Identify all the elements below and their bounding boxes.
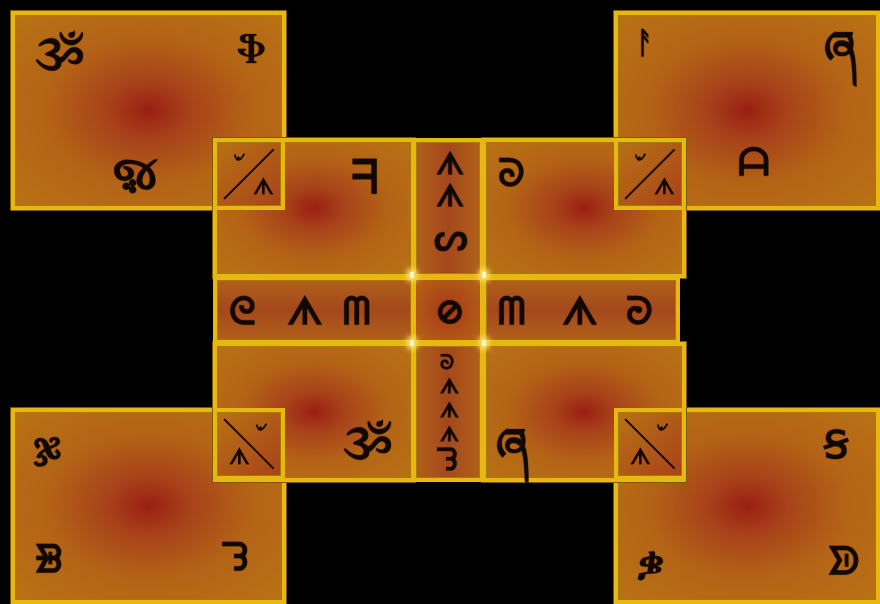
glyph-icon: ৺ [231, 150, 243, 170]
strip-left[interactable]: ᘓ ᗑ ᗰ [213, 276, 415, 344]
glyph-icon: ᔕ [434, 218, 468, 256]
glyph-icon: ᗑ [562, 292, 598, 330]
glyph-icon: ᚨ [636, 29, 654, 59]
glyph-icon: ཞ [496, 422, 528, 468]
glyph-icon: ᗾ [35, 540, 62, 578]
glyph-icon: ཞ [824, 25, 856, 71]
junction-glow [482, 340, 486, 346]
glyph-icon: ᗑ [436, 182, 464, 212]
strip-top[interactable]: ᗑ ᗑ ᔕ [412, 138, 484, 278]
glyph-icon: ᘊ [436, 446, 458, 476]
glyph-icon: ᗑ [440, 400, 459, 420]
glyph-icon: ᗑ [229, 446, 250, 468]
glyph-icon: ৺ [253, 420, 265, 440]
glyph-icon: ৺ [632, 150, 644, 170]
inner-corner-bottom-right[interactable]: ৺ ᗑ [614, 408, 686, 480]
glyph-icon: ᗩ [738, 143, 770, 181]
glyph-icon: ૐ [35, 31, 85, 77]
glyph-icon: ᗑ [654, 176, 675, 198]
glyph-icon: ᗑ [440, 424, 459, 444]
glyph-icon: ૹ [113, 150, 157, 196]
center-hub[interactable]: ⊘ [412, 276, 484, 344]
glyph-icon: ᗰ [343, 292, 370, 330]
glyph-icon: ᗑ [436, 150, 464, 180]
inner-corner-top-left[interactable]: ৺ ᗑ [213, 138, 285, 210]
glyph-icon: ᘓ [229, 292, 256, 330]
glyph-icon: ቌ [638, 542, 664, 580]
strip-right[interactable]: ᗰ ᗑ ᘒ [482, 276, 680, 344]
glyph-icon: ჯ [33, 426, 62, 464]
glyph-icon: ᗑ [287, 292, 323, 330]
glyph-icon: Ꞩ [824, 426, 848, 464]
junction-glow [482, 272, 486, 278]
junction-glow [410, 272, 414, 278]
inner-corner-top-right[interactable]: ৺ ᗑ [614, 138, 686, 210]
glyph-icon: ৺ [654, 420, 666, 440]
glyph-icon: ᘒ [626, 292, 653, 330]
glyph-icon: ᗑ [440, 376, 459, 396]
glyph-icon: ᘊ [221, 538, 248, 576]
glyph-icon: ૐ [343, 420, 393, 466]
glyph-icon: ᗰ [498, 292, 525, 330]
glyph-icon: ᗑ [253, 176, 274, 198]
junction-glow [410, 340, 414, 346]
glyph-icon: ᘐ [498, 154, 525, 192]
strip-bottom[interactable]: ᘐ ᗑ ᗑ ᗑ ᘊ [412, 342, 484, 482]
inner-corner-bottom-left[interactable]: ৺ ᗑ [213, 408, 285, 480]
hub-glyph-icon: ⊘ [434, 292, 466, 330]
glyph-icon: ᗥ [828, 542, 860, 580]
glyph-icon: ᘐ [440, 352, 454, 372]
glyph-icon: ֆ [237, 33, 266, 63]
glyph-icon: ᖷ [351, 154, 378, 200]
glyph-icon: ᗑ [630, 446, 651, 468]
